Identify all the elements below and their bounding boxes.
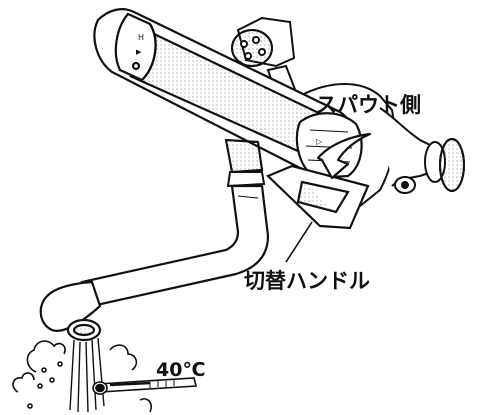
water-stream bbox=[69, 337, 105, 413]
spout-side-label: スパウト側 bbox=[316, 93, 421, 117]
curved-arrow-icon bbox=[316, 132, 372, 180]
svg-text:▷: ▷ bbox=[316, 137, 323, 146]
elbow-joint bbox=[224, 138, 266, 188]
spout-pipe bbox=[39, 184, 270, 342]
svg-text:▶: ▶ bbox=[136, 48, 142, 56]
steam-icon bbox=[12, 340, 153, 413]
switch-handle-label: 切替ハンドル bbox=[244, 269, 370, 293]
temperature-label: 40℃ bbox=[156, 359, 205, 381]
leader-line bbox=[285, 221, 313, 263]
thermometer-icon bbox=[92, 377, 198, 395]
switch-handle: ▷ bbox=[266, 112, 370, 230]
svg-text:H: H bbox=[138, 33, 144, 42]
